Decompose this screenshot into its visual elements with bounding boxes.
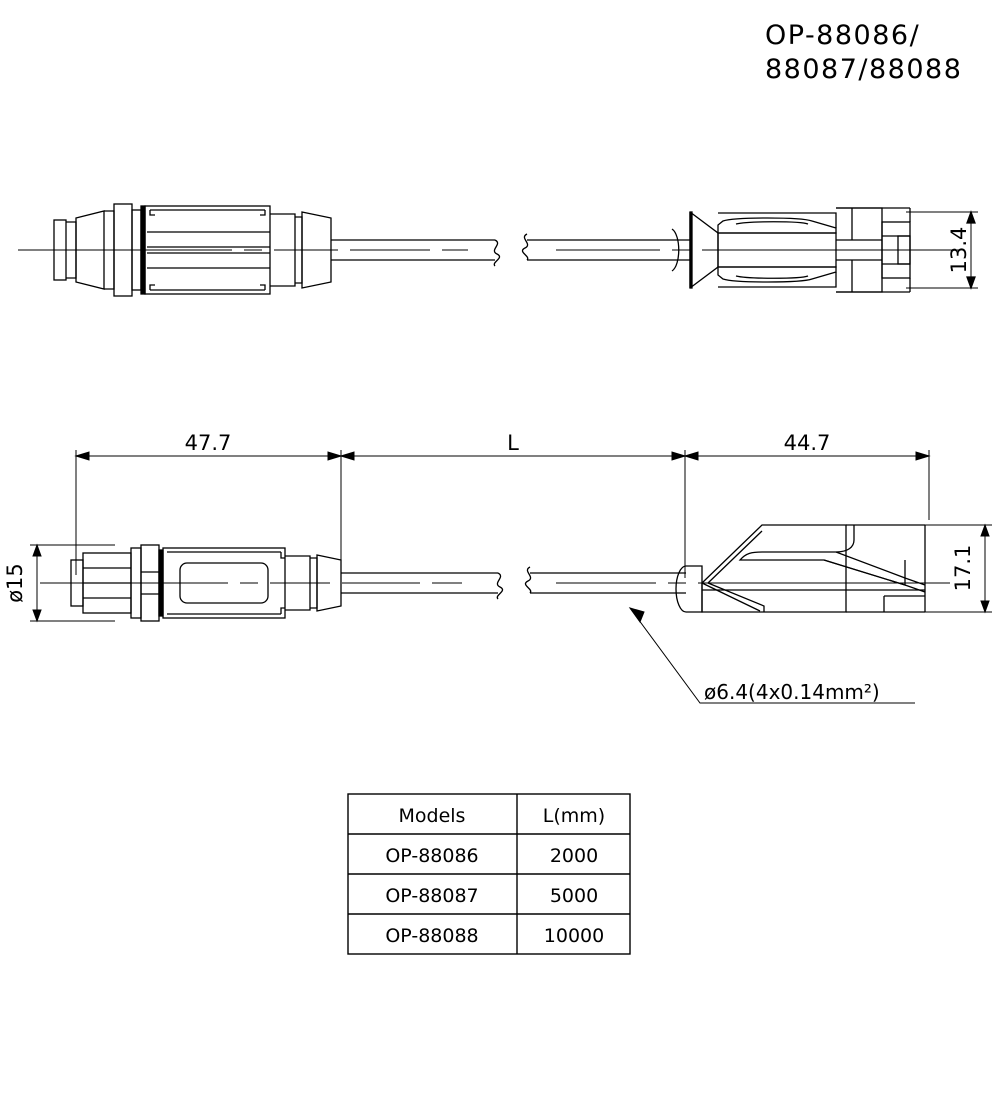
dimension-diameter-left: [30, 543, 115, 623]
left-connector-top-view: [53, 203, 332, 297]
top-view: [18, 203, 978, 297]
table-cell-length: 5000: [550, 885, 598, 907]
table-header-length: L(mm): [543, 805, 605, 827]
cable-left-segment-side: [341, 572, 504, 600]
title-line-1: OP-88086/: [765, 20, 920, 51]
dimension-label-13-4: 13.4: [947, 227, 971, 274]
models-table: [347, 793, 631, 955]
table-cell-model: OP-88086: [385, 845, 478, 867]
dimension-label-47-7: 47.7: [185, 431, 232, 455]
cable-spec-label: ø6.4(4x0.14mm²): [704, 680, 880, 704]
dimension-label-diameter-15: ø15: [3, 563, 27, 603]
dimension-band-horizontal: [74, 450, 931, 578]
table-row: OP-88088 10000: [385, 925, 604, 947]
table-row: OP-88087 5000: [385, 885, 598, 907]
dimension-height-side-view: [921, 523, 992, 614]
table-cell-length: 10000: [544, 925, 604, 947]
right-connector-top-view: [671, 207, 911, 293]
models-table-header-row: Models L(mm): [399, 805, 606, 827]
cable-right-segment-top: [521, 233, 690, 261]
table-row: OP-88086 2000: [385, 845, 598, 867]
table-header-models: Models: [399, 805, 466, 827]
title-line-2: 88087/88088: [765, 54, 962, 85]
dimension-label-17-1: 17.1: [951, 545, 975, 592]
side-view: [30, 523, 992, 704]
dimension-label-L: L: [507, 431, 519, 455]
right-connector-side-view: [675, 524, 926, 613]
cable-right-segment-side: [524, 566, 686, 594]
left-connector-side-view: [70, 544, 342, 622]
dimension-label-44-7: 44.7: [784, 431, 831, 455]
cable-spec-leader: [628, 607, 915, 704]
table-cell-length: 2000: [550, 845, 598, 867]
dimension-height-top-view: [906, 210, 978, 290]
table-cell-model: OP-88087: [385, 885, 478, 907]
table-cell-model: OP-88088: [385, 925, 478, 947]
cable-left-segment-top: [331, 239, 501, 267]
